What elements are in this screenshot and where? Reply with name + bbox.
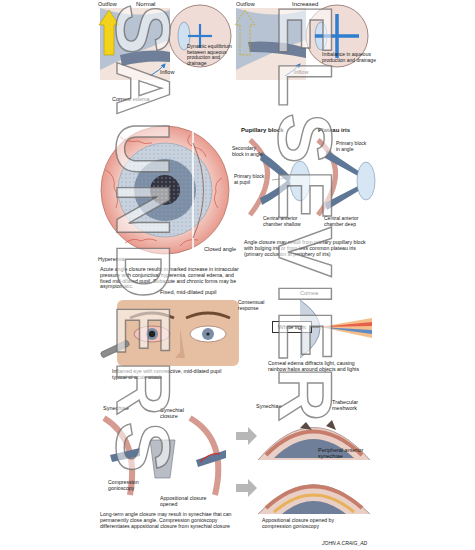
part-label: Peripheral anterior synechiae	[318, 447, 370, 459]
aqueous-flow	[200, 454, 220, 462]
gonioscopic-view-opened	[258, 485, 370, 515]
artist-signature: JOHN A.CRAIG_AD	[322, 541, 382, 547]
reduced-outflow-arrow	[235, 10, 255, 55]
watermark: SAUNDERS	[105, 4, 181, 479]
pupil	[206, 332, 209, 335]
part-label: Closed angle	[204, 246, 238, 252]
gray-arrow	[236, 479, 257, 497]
iris-root	[282, 501, 346, 514]
part-label: Consensual response	[238, 300, 270, 311]
section-cut	[192, 128, 194, 252]
part-label: Outflow	[236, 1, 266, 7]
caption-text: Long-term angle closure may result in sy…	[100, 512, 240, 529]
part-label: Primary block at pupil	[234, 174, 268, 185]
note-text: Dynamic equilibrium between aqueous prod…	[187, 44, 239, 66]
iris-section	[196, 450, 226, 467]
angle-view	[258, 485, 370, 515]
part-label: Compression gonioscopy	[108, 480, 150, 492]
closed-angle-edge	[193, 143, 204, 238]
part-label: Secondary block in angle	[232, 146, 266, 157]
caption-text: Appositional closure opened by compressi…	[262, 518, 362, 530]
eyebrow	[186, 313, 230, 318]
lens	[357, 162, 375, 200]
iris	[202, 328, 214, 340]
pressure-arrow	[188, 35, 212, 37]
part-label: Appositional closure opened	[160, 496, 216, 508]
gray-arrow	[236, 427, 257, 445]
angle-view	[258, 428, 370, 461]
fellow-eye	[190, 326, 226, 342]
panel-arrows	[236, 427, 257, 497]
watermark: ELSEVIER	[267, 4, 343, 428]
